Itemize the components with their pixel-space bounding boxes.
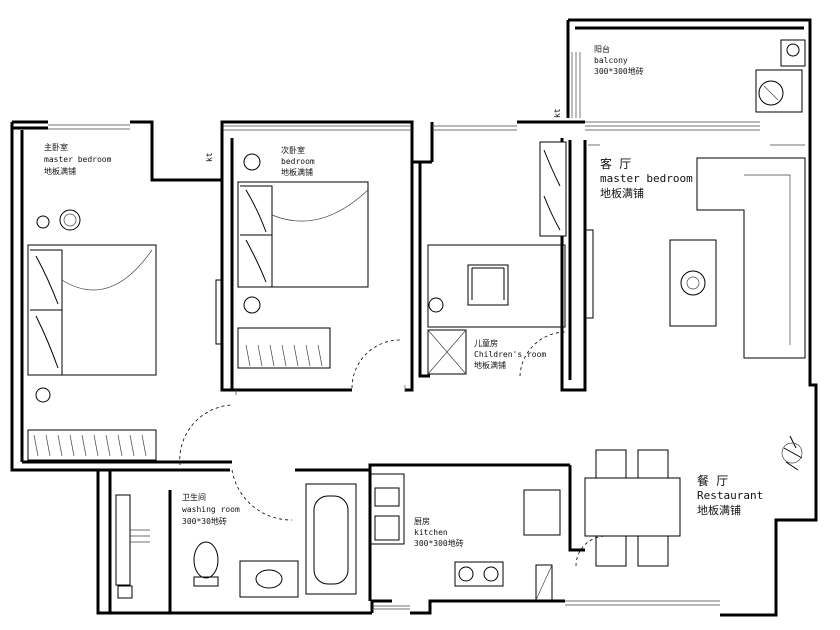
living-room-furniture: [584, 144, 806, 359]
second-bedroom-floor: 地板满铺: [281, 167, 313, 177]
living-room-floor: 地板满铺: [600, 186, 644, 200]
dining-furniture: [584, 435, 803, 567]
master-bedroom-en: master bedroom: [44, 155, 112, 164]
bathroom-en: washing room: [182, 505, 240, 514]
master-bedroom-furniture: [27, 209, 223, 461]
balcony-cn: 阳台: [594, 44, 610, 54]
second-bedroom-en: bedroom: [281, 157, 315, 166]
kitchen-floor: 300*300地砖: [414, 538, 464, 548]
interior-walls: [22, 122, 587, 613]
living-room-en: master bedroom: [600, 172, 693, 185]
second-bedroom-furniture: [237, 153, 369, 369]
kitchen-fixtures: [369, 473, 561, 601]
children-room-floor: 地板满铺: [474, 360, 506, 370]
balcony-en: balcony: [594, 56, 628, 65]
bathroom-floor: 300*30地砖: [182, 516, 227, 526]
windows: [48, 52, 760, 610]
bathroom-cn: 卫生间: [182, 492, 206, 502]
dining-cn: 餐 厅: [697, 473, 728, 488]
dining-floor: 地板满铺: [697, 503, 741, 517]
room-labels: 主卧室 master bedroom 地板满铺 次卧室 bedroom 地板满铺…: [44, 44, 763, 548]
master-bedroom-floor: 地板满铺: [44, 166, 76, 176]
children-room-en: Children's room: [474, 350, 546, 359]
living-room-cn: 客 厅: [600, 156, 631, 171]
kt-mark-left: kt: [205, 152, 214, 162]
children-room-cn: 儿童房: [474, 338, 498, 348]
master-bedroom-cn: 主卧室: [44, 142, 68, 152]
second-bedroom-cn: 次卧室: [281, 145, 305, 155]
dining-en: Restaurant: [697, 489, 763, 502]
outer-walls: [10, 18, 818, 617]
kitchen-en: kitchen: [414, 528, 448, 537]
balcony-appliances: [755, 39, 806, 113]
children-room-furniture: [427, 141, 567, 375]
kt-mark-right: kt: [553, 108, 562, 118]
doors: [179, 331, 607, 567]
bathroom-fixtures: [115, 483, 357, 599]
balcony-floor: 300*300地砖: [594, 66, 644, 76]
kitchen-cn: 厨房: [414, 516, 430, 526]
